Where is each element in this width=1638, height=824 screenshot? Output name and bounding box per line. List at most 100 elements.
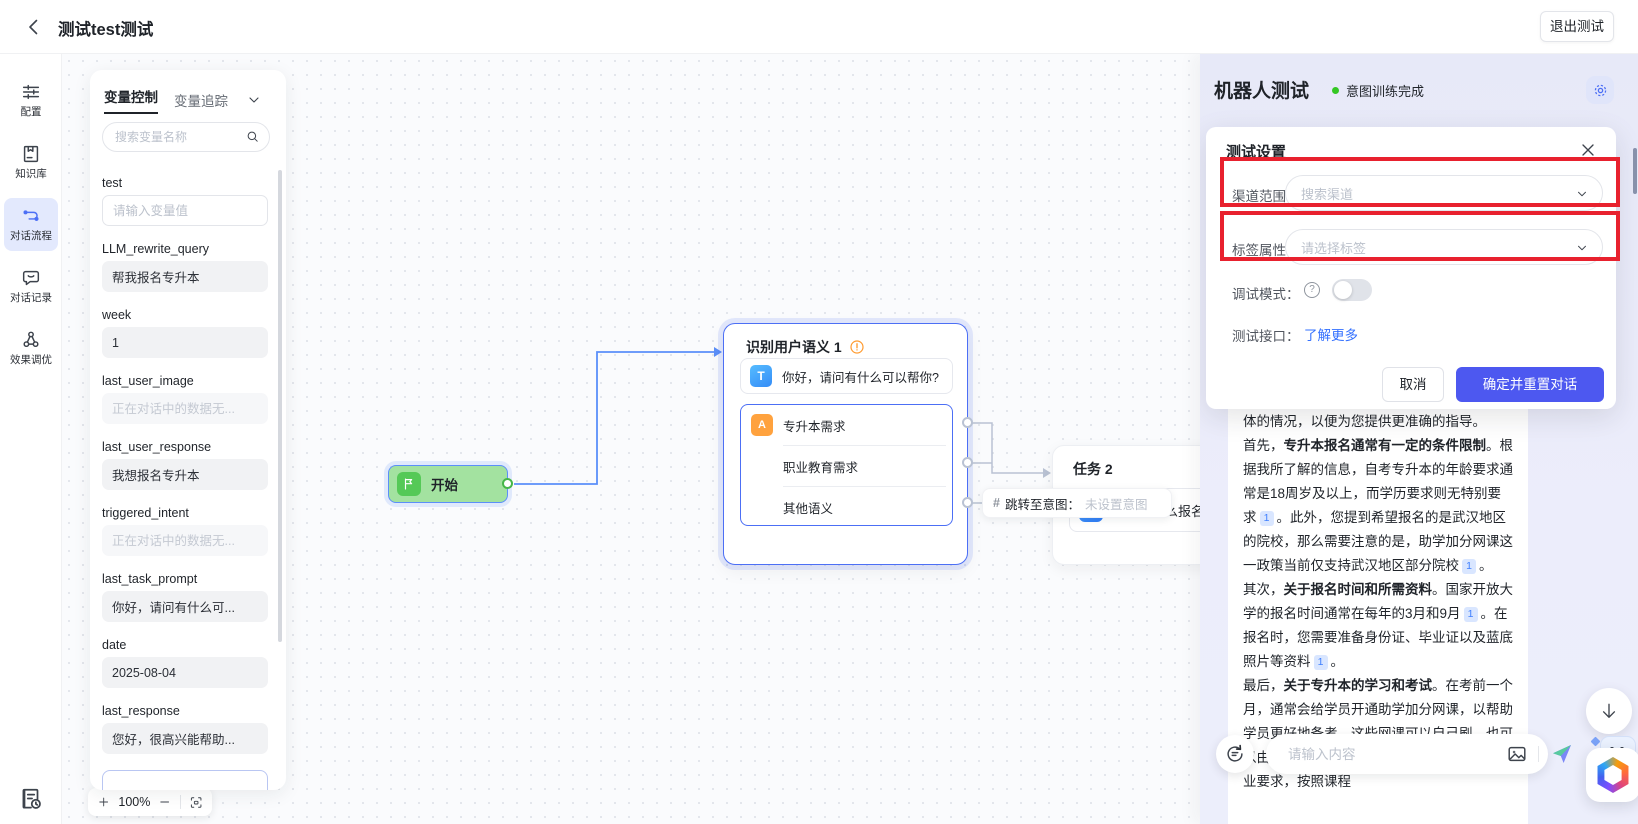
citation-badge[interactable]: 1 <box>1463 607 1478 623</box>
variable-value-input[interactable] <box>102 591 268 622</box>
variable-value-input[interactable] <box>102 327 268 358</box>
assistant-logo[interactable] <box>1586 748 1638 802</box>
chat-input-bar <box>1266 734 1571 774</box>
citation-badge[interactable]: 1 <box>1259 511 1274 527</box>
variable-value-input[interactable] <box>102 723 268 754</box>
intent-output-port[interactable] <box>962 457 973 468</box>
status-dot <box>1332 87 1339 94</box>
variable-item: date <box>102 638 268 688</box>
intent-row[interactable]: 职业教育需求 <box>783 460 859 475</box>
variable-value-input[interactable] <box>102 657 268 688</box>
toggle-knob <box>1334 281 1352 299</box>
learn-more-link[interactable]: 了解更多 <box>1304 328 1358 343</box>
channel-scope-label: 渠道范围： <box>1232 189 1300 204</box>
variable-item: last_task_prompt <box>102 572 268 622</box>
text-message-icon: T <box>750 365 772 387</box>
back-icon[interactable] <box>22 15 46 39</box>
left-sidebar: 配置 知识库 对话流程 对话记录 效果调优 <box>0 54 62 824</box>
help-icon[interactable]: ? <box>1304 282 1320 298</box>
variable-value-input[interactable] <box>102 195 268 226</box>
jump-to-intent-pill[interactable]: # 跳转至意图： 未设置意图 <box>982 488 1172 518</box>
exit-test-button[interactable]: 退出测试 <box>1540 11 1614 42</box>
debug-mode-toggle[interactable] <box>1332 279 1372 301</box>
citation-badge[interactable]: 1 <box>1462 559 1476 575</box>
test-settings-gear-icon[interactable] <box>1586 76 1614 104</box>
variable-value-input[interactable] <box>102 459 268 490</box>
semantic-message-card[interactable]: T 你好，请问有什么可以帮你? <box>740 358 953 394</box>
panel-scrollbar-thumb[interactable] <box>1633 148 1637 194</box>
variable-item: LLM_rewrite_query <box>102 242 268 292</box>
search-icon <box>247 131 258 142</box>
chat-paragraph: 首先，专升本报名通常有一定的条件限制。根据我所了解的信息，自考专升本的年龄要求通… <box>1243 438 1513 575</box>
sidebar-item-effect-tuning[interactable]: 效果调优 <box>4 322 58 375</box>
sidebar-item-dialog-flow[interactable]: 对话流程 <box>4 198 58 251</box>
variable-item: last_user_image <box>102 374 268 424</box>
status-text: 意图训练完成 <box>1346 84 1425 99</box>
variable-value-input <box>102 393 268 424</box>
intent-row[interactable]: A 专升本需求 <box>741 405 952 445</box>
fit-screen-icon[interactable] <box>189 795 203 810</box>
tag-attribute-label: 标签属性： <box>1232 243 1300 258</box>
task-node-title: 任务 2 <box>1073 461 1113 477</box>
test-log-icon[interactable] <box>18 786 44 812</box>
variables-panel: 变量控制 变量追踪 test LLM_rewrite_query week la… <box>90 70 286 790</box>
intent-row[interactable]: 其他语义 <box>783 501 834 516</box>
sidebar-item-config[interactable]: 配置 <box>4 74 58 127</box>
image-upload-icon[interactable] <box>1506 743 1528 765</box>
chat-input[interactable] <box>1288 734 1468 774</box>
variable-item: test <box>102 176 268 226</box>
semantic-message-text: 你好，请问有什么可以帮你? <box>782 370 939 385</box>
variable-item: last_response <box>102 704 268 754</box>
variable-search-input[interactable] <box>102 122 270 152</box>
zoom-out-icon[interactable] <box>158 795 171 809</box>
test-api-label: 测试接口： <box>1232 329 1300 344</box>
warning-icon <box>850 340 864 354</box>
variable-value-input[interactable] <box>102 261 268 292</box>
start-node[interactable]: 开始 <box>388 465 508 503</box>
clear-context-button[interactable] <box>1216 735 1254 773</box>
chevron-down-icon <box>1578 245 1586 251</box>
close-icon[interactable] <box>1578 140 1598 160</box>
intent-icon: A <box>751 414 773 436</box>
scrollbar-thumb[interactable] <box>278 170 282 642</box>
robot-test-panel: 机器人测试 意图训练完成 体的情况，以便为您提供更准确的指导。 首先，专升本报名… <box>1200 54 1638 824</box>
chevron-down-icon <box>1578 191 1586 197</box>
zoom-toolbar: 100% <box>88 788 212 816</box>
send-icon[interactable] <box>1550 742 1574 766</box>
variable-value-input-partial[interactable] <box>102 770 268 790</box>
variable-item: week <box>102 308 268 358</box>
confirm-reset-button[interactable]: 确定并重置对话 <box>1456 367 1604 402</box>
variable-item: triggered_intent <box>102 506 268 556</box>
page-title: 测试test测试 <box>58 21 154 39</box>
intent-output-port[interactable] <box>962 497 973 508</box>
zoom-in-icon[interactable] <box>97 795 110 809</box>
hexagon-logo-icon <box>1597 757 1629 793</box>
tab-variable-control[interactable]: 变量控制 <box>104 86 158 114</box>
semantic-node-title: 识别用户语义 1 <box>746 339 842 355</box>
tag-attribute-select[interactable]: 请选择标签 <box>1285 229 1603 265</box>
channel-scope-select[interactable]: 搜索渠道 <box>1285 175 1603 211</box>
test-panel-title: 机器人测试 <box>1214 81 1310 102</box>
variable-item: last_user_response <box>102 440 268 490</box>
divider <box>783 486 946 487</box>
tab-variable-trace[interactable]: 变量追踪 <box>174 94 228 109</box>
cancel-button[interactable]: 取消 <box>1382 367 1444 402</box>
jump-value: 未设置意图 <box>1084 497 1148 512</box>
sparkle-icon <box>1590 736 1601 747</box>
debug-mode-label: 调试模式： <box>1232 287 1300 302</box>
collapse-chevron-icon[interactable] <box>246 92 262 108</box>
flag-icon <box>397 472 421 496</box>
sidebar-item-dialog-records[interactable]: 对话记录 <box>4 260 58 313</box>
semantic-node[interactable]: 识别用户语义 1 T 你好，请问有什么可以帮你? A 专升本需求 职业教育需求 … <box>723 323 968 565</box>
modal-title: 测试设置 <box>1226 144 1287 161</box>
intent-output-port[interactable] <box>962 417 973 428</box>
sidebar-item-knowledge[interactable]: 知识库 <box>4 136 58 189</box>
intent-group: A 专升本需求 职业教育需求 其他语义 <box>740 404 953 526</box>
scroll-to-bottom-button[interactable] <box>1586 688 1632 734</box>
citation-badge[interactable]: 1 <box>1313 655 1328 671</box>
chat-paragraph: 体的情况，以便为您提供更准确的指导。 <box>1243 414 1486 429</box>
start-output-port[interactable] <box>502 478 513 489</box>
test-settings-modal: 测试设置 渠道范围： 搜索渠道 标签属性： 请选择标签 调试模式： ? 测试接口… <box>1206 127 1620 409</box>
start-node-title: 开始 <box>431 478 458 493</box>
